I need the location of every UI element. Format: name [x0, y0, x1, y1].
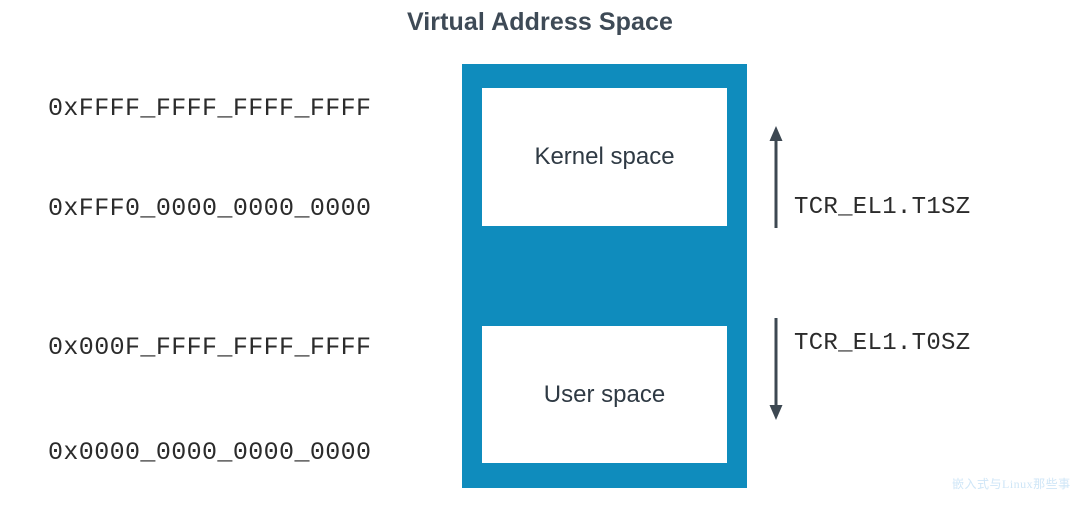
address-label-top-of-kernel: 0xFFFF_FFFF_FFFF_FFFF	[48, 94, 372, 123]
page-title: Virtual Address Space	[406, 8, 674, 36]
user-space-label: User space	[543, 380, 666, 408]
user-space-box: User space	[482, 326, 727, 463]
address-label-top-of-user: 0x000F_FFFF_FFFF_FFFF	[48, 333, 372, 362]
up-arrow-icon	[766, 126, 786, 235]
address-label-bottom-of-user: 0x0000_0000_0000_0000	[48, 438, 372, 467]
watermark-text: 嵌入式与Linux那些事	[952, 477, 1071, 491]
down-arrow-icon	[766, 316, 786, 425]
register-annotation-t0sz: TCR_EL1.T0SZ	[794, 330, 971, 357]
address-label-bottom-of-kernel: 0xFFF0_0000_0000_0000	[48, 194, 372, 223]
register-annotation-t1sz: TCR_EL1.T1SZ	[794, 194, 971, 221]
kernel-space-label: Kernel space	[534, 143, 675, 170]
kernel-space-box: Kernel space	[482, 88, 727, 226]
